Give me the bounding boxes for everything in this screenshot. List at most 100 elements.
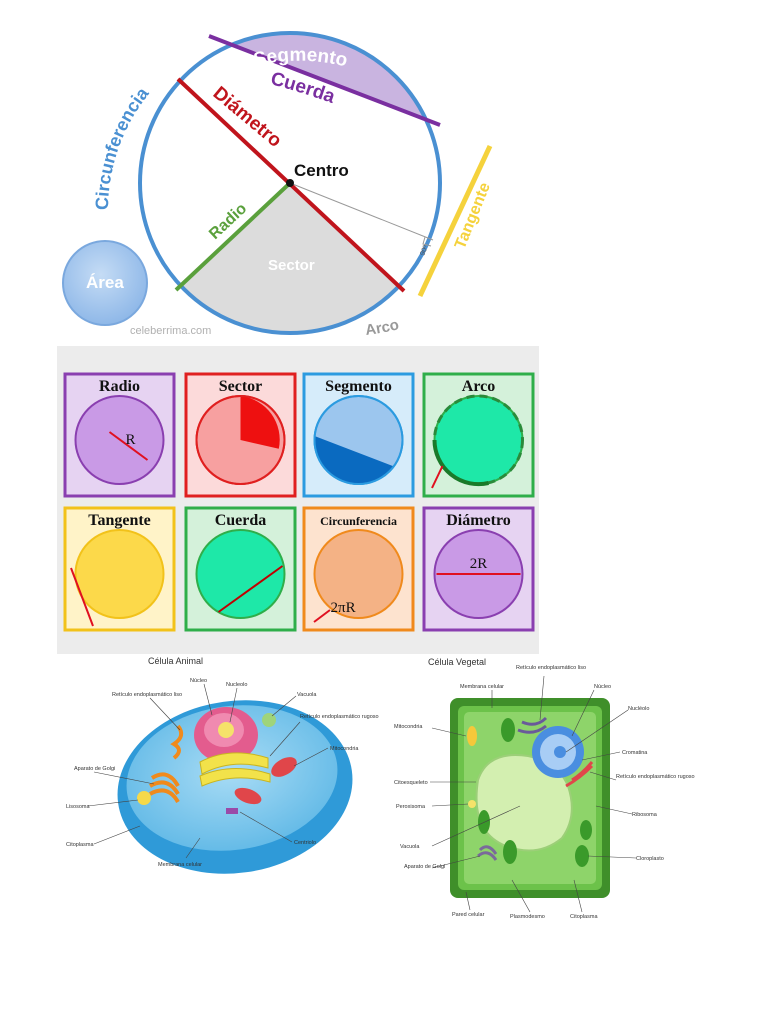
plant-label-citoesqueleto: Citoesqueleto: [394, 780, 428, 786]
animal-label-nucleolo: Nucleolo: [226, 682, 247, 688]
animal-label-ret-rugoso: Retículo endoplasmático rugoso: [300, 714, 379, 720]
plant-cell-diagram: Célula Vegetal Retículo endoplasmático l…: [394, 657, 695, 920]
plant-chloroplast-4: [575, 845, 589, 867]
card-note: 2πR: [331, 600, 356, 616]
chord-line: [217, 565, 284, 613]
segment-region: [314, 436, 394, 485]
animal-label-citoplasma: Citoplasma: [66, 842, 94, 848]
card-note: 2R: [470, 556, 488, 572]
card-title: Diámetro: [446, 512, 511, 529]
plant-label-pared: Pared celular: [452, 912, 485, 918]
card-title: Sector: [219, 378, 263, 395]
animal-cell-title: Célula Animal: [148, 656, 203, 666]
plant-label-ret-rugoso: Retículo endoplasmático rugoso: [616, 774, 695, 780]
plant-label-ret-liso: Retículo endoplasmático liso: [516, 665, 586, 671]
animal-label-lisosoma: Lisosoma: [66, 804, 90, 810]
plant-chloroplast-5: [580, 820, 592, 840]
plant-label-citoplasma: Citoplasma: [570, 914, 598, 920]
animal-label-nucleo: Núcleo: [190, 678, 207, 684]
card-title: Tangente: [88, 512, 151, 529]
animal-label-membrana: Membrana celular: [158, 862, 202, 868]
card-circunferencia: Circunferencia 2πR: [302, 506, 415, 632]
sector-label: Sector: [268, 257, 315, 274]
plant-label-mitocondria: Mitocondria: [394, 724, 423, 730]
plant-chloroplast-2: [478, 810, 490, 834]
tangent-line: [417, 144, 493, 298]
animal-label-mitocondria: Mitocondria: [330, 746, 359, 752]
card-title: Circunferencia: [320, 514, 397, 528]
circle-parts-diagram: Segmento Cuerda Diámetro Centro Circunfe…: [62, 31, 494, 339]
card-note: R: [126, 432, 136, 448]
plant-label-membrana: Membrana celular: [460, 684, 504, 690]
animal-label-centriolo: Centriolo: [294, 840, 316, 846]
card-segmento: Segmento: [302, 372, 415, 498]
circumference-circle: [138, 31, 442, 335]
right-angle-label: 90º: [419, 244, 430, 257]
card-title: Radio: [99, 378, 140, 395]
plant-leader-lines: [430, 675, 637, 913]
plant-label-plasmodesmo: Plasmodesmo: [510, 914, 545, 920]
tangent-line: [70, 567, 94, 627]
animal-cell-diagram: Célula Animal Núcleo Nucleolo Vacuola Re…: [66, 656, 379, 874]
animal-label-vacuola: Vacuola: [297, 692, 317, 698]
radius-line: [174, 181, 292, 292]
sector-region: [176, 183, 420, 333]
plant-vacuole: [475, 754, 573, 852]
card-title: Segmento: [325, 378, 392, 395]
area-circle: [62, 240, 148, 326]
card-sector: Sector: [184, 372, 297, 498]
animal-centriole: [226, 808, 238, 814]
radius-arrow: [108, 431, 149, 461]
circ-arrow: [313, 609, 331, 623]
right-angle-mark: [422, 236, 432, 247]
center-point: [286, 179, 294, 187]
plant-nucleolus: [554, 746, 566, 758]
area-label: Área: [86, 273, 124, 292]
plant-smooth-er: [517, 716, 548, 734]
card-title: Cuerda: [215, 512, 267, 529]
animal-label-ret-liso: Retículo endoplasmático liso: [112, 692, 182, 698]
sector-outline: [195, 395, 286, 485]
perpendicular-line: [289, 182, 434, 241]
sector-wedge: [240, 396, 280, 449]
segment-outline: [313, 395, 404, 485]
segment-region: [150, 33, 440, 125]
card-tangente: Tangente: [63, 506, 176, 632]
card-arco: Arco: [422, 372, 535, 498]
plant-label-cromatina: Cromatina: [622, 750, 648, 756]
plant-label-nucleolo: Nucléolo: [628, 706, 649, 712]
plant-label-cloroplasto: Cloroplasto: [636, 856, 664, 862]
animal-vacuole: [262, 713, 276, 727]
card-title: Arco: [462, 378, 495, 395]
plant-label-peroxisoma: Peroxisoma: [396, 804, 426, 810]
arc-arrow: [431, 465, 444, 489]
animal-golgi: [149, 772, 180, 804]
plant-label-vacuola: Vacuola: [400, 844, 420, 850]
animal-mitochondria-1: [271, 757, 297, 777]
plant-cell-title: Célula Vegetal: [428, 657, 486, 667]
plant-label-golgi: Aparato de Golgi: [404, 864, 445, 870]
plant-chloroplast-3: [503, 840, 517, 864]
animal-lysosome: [137, 791, 151, 805]
plant-peroxisome: [468, 800, 476, 808]
plant-golgi: [477, 845, 498, 861]
arco-label: Arco: [364, 316, 400, 339]
plant-label-nucleo: Núcleo: [594, 684, 611, 690]
card-circle: [74, 529, 165, 619]
card-cuerda: Cuerda: [184, 506, 297, 632]
animal-label-golgi: Aparato de Golgi: [74, 766, 115, 772]
plant-mitochondria: [467, 726, 477, 746]
animal-rough-er: [199, 752, 271, 787]
animal-smooth-er: [170, 724, 184, 760]
chord-line: [208, 34, 441, 127]
plant-label-ribosoma: Ribosoma: [632, 812, 658, 818]
card-di-metro: Diámetro 2R: [422, 506, 535, 632]
card-circle: [195, 529, 286, 619]
arc-solid: [432, 439, 489, 487]
plant-rough-er: [565, 761, 594, 788]
animal-nucleolus: [218, 722, 234, 738]
